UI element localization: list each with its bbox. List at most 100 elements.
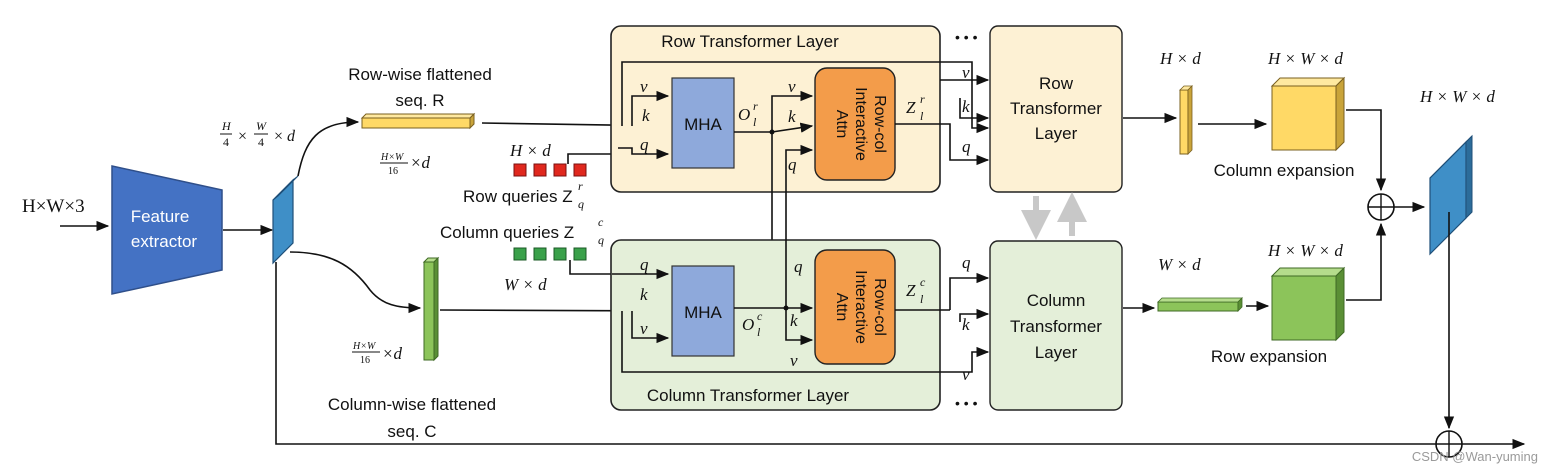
row-seq-dim: H×W 16 ×d bbox=[380, 152, 430, 177]
feature-map bbox=[272, 175, 299, 265]
row-mha-k-label: k bbox=[642, 106, 650, 125]
final-output-map bbox=[1429, 134, 1473, 256]
column-expansion-caption: Column expansion bbox=[1214, 161, 1355, 180]
col-tl-box bbox=[989, 240, 1123, 411]
svg-text:l: l bbox=[920, 292, 924, 306]
svg-text:Z: Z bbox=[906, 281, 916, 300]
col-mha-q-label: q bbox=[640, 255, 649, 274]
col-cube-to-sum-arrow bbox=[1346, 222, 1387, 301]
col-queries-dim: W × d bbox=[504, 275, 547, 294]
row-out-vector bbox=[1179, 85, 1193, 155]
row-cube-to-sum-arrow bbox=[1346, 109, 1387, 192]
row-queries-sub: q bbox=[578, 197, 584, 211]
svg-text:Attn: Attn bbox=[833, 110, 850, 138]
row-queries-dim: H × d bbox=[509, 141, 551, 160]
col-mha-k-label: k bbox=[640, 285, 648, 304]
row-mha-v-arrow bbox=[631, 90, 670, 126]
svg-text:Interactive: Interactive bbox=[852, 270, 869, 344]
row-tl-v-label: v bbox=[962, 63, 970, 82]
row-out-cube bbox=[1270, 76, 1346, 152]
row-queries-sup: r bbox=[578, 179, 583, 193]
row-attn-label: Row-col Interactive Attn bbox=[833, 87, 888, 161]
feature-extractor-label-1: Feature bbox=[131, 207, 190, 226]
svg-text:Row-col: Row-col bbox=[871, 278, 888, 336]
skip-connection-line bbox=[275, 262, 1436, 445]
row-mha-box bbox=[671, 77, 735, 169]
col-seq-bar bbox=[422, 256, 440, 362]
svg-text:c: c bbox=[757, 309, 763, 323]
row-mha-q-arrow bbox=[618, 147, 670, 160]
col-out-dim: W × d bbox=[1158, 255, 1201, 274]
to-row-seq-arrow bbox=[297, 116, 360, 177]
col-mha-box bbox=[671, 265, 735, 357]
dim-times-d: × d bbox=[274, 128, 296, 145]
row-tl-q-label: q bbox=[962, 137, 971, 156]
feature-extractor-label-2: extractor bbox=[131, 232, 197, 251]
final-out-dim: H × W × d bbox=[1419, 87, 1495, 106]
col-seq-title-2: seq. C bbox=[387, 422, 436, 441]
col-out-vector bbox=[1157, 297, 1243, 312]
row-queries-blocks bbox=[513, 163, 587, 177]
col-seq-title-1: Column-wise flattened bbox=[328, 395, 496, 414]
row-out-dim: H × d bbox=[1159, 49, 1201, 68]
dim-times-1: × bbox=[238, 128, 247, 145]
col-queries-sup: c bbox=[598, 215, 604, 229]
row-mha-label: MHA bbox=[684, 115, 722, 134]
col-mha-v-arrow bbox=[631, 311, 670, 344]
svg-text:O: O bbox=[738, 105, 750, 124]
final-sum-node bbox=[1435, 430, 1463, 458]
row-layer-title: Row Transformer Layer bbox=[661, 32, 839, 51]
svg-text:Z: Z bbox=[906, 98, 916, 117]
input-label: H×W×3 bbox=[22, 196, 85, 217]
row-o-label: O r l bbox=[738, 99, 758, 129]
svg-text:l: l bbox=[920, 109, 924, 123]
col-attn-v-arrow bbox=[785, 308, 814, 346]
row-seq-dim-num: H×W bbox=[380, 152, 405, 163]
col-ellipsis: • • • bbox=[955, 395, 978, 411]
col-layer-title: Column Transformer Layer bbox=[647, 386, 850, 405]
row-attn-v-label: v bbox=[788, 77, 796, 96]
row-seq-bar bbox=[360, 112, 476, 130]
col-attn-k-label: k bbox=[790, 311, 798, 330]
row-bypass-line bbox=[621, 61, 990, 134]
col-out-cube bbox=[1270, 266, 1346, 342]
sum-node bbox=[1367, 193, 1395, 221]
row-mha-v-label: v bbox=[640, 77, 648, 96]
col-queries-label: Column queries Z c q bbox=[440, 215, 604, 247]
svg-text:Interactive: Interactive bbox=[852, 87, 869, 161]
svg-text:r: r bbox=[920, 92, 925, 106]
col-attn-v-label: v bbox=[790, 351, 798, 370]
col-seq-dim-den: 16 bbox=[360, 355, 370, 366]
col-to-row-attn-arrow bbox=[785, 144, 814, 308]
col-seq-dim: H×W 16 ×d bbox=[352, 341, 402, 366]
row-tl-k-arrow bbox=[959, 98, 990, 124]
col-tl-v-label: v bbox=[962, 365, 970, 384]
row-attn-q-label: q bbox=[788, 155, 797, 174]
col-tl-k-arrow bbox=[959, 308, 990, 322]
svg-text:Column queries Z: Column queries Z bbox=[440, 223, 574, 242]
col-queries-line bbox=[569, 260, 612, 275]
col-attn-label: Row-col Interactive Attn bbox=[833, 270, 888, 344]
row-seq-dim-den: 16 bbox=[388, 166, 398, 177]
row-tl-k-label: k bbox=[962, 97, 970, 116]
svg-text:Attn: Attn bbox=[833, 293, 850, 321]
col-z-label: Z c l bbox=[906, 275, 926, 306]
dim-frac1-den: 4 bbox=[223, 135, 229, 149]
svg-text:r: r bbox=[753, 99, 758, 113]
row-tl-label-1: Row bbox=[1039, 74, 1074, 93]
row-tl-label-3: Layer bbox=[1035, 124, 1078, 143]
row-tl-label-2: Transformer bbox=[1010, 99, 1102, 118]
watermark: CSDN @Wan-yuming bbox=[1412, 449, 1538, 464]
row-queries-label: Row queries Z r q bbox=[463, 179, 584, 211]
to-col-seq-arrow bbox=[289, 251, 422, 314]
row-seq-title-2: seq. R bbox=[395, 91, 444, 110]
col-tl-label-3: Layer bbox=[1035, 343, 1078, 362]
col-tl-q-label: q bbox=[962, 253, 971, 272]
col-attn-q-label: q bbox=[794, 257, 803, 276]
col-out-cube-dim: H × W × d bbox=[1267, 241, 1343, 260]
col-queries-sub: q bbox=[598, 233, 604, 247]
svg-text:l: l bbox=[753, 115, 757, 129]
row-seq-title-1: Row-wise flattened bbox=[348, 65, 492, 84]
col-mha-v-label: v bbox=[640, 319, 648, 338]
